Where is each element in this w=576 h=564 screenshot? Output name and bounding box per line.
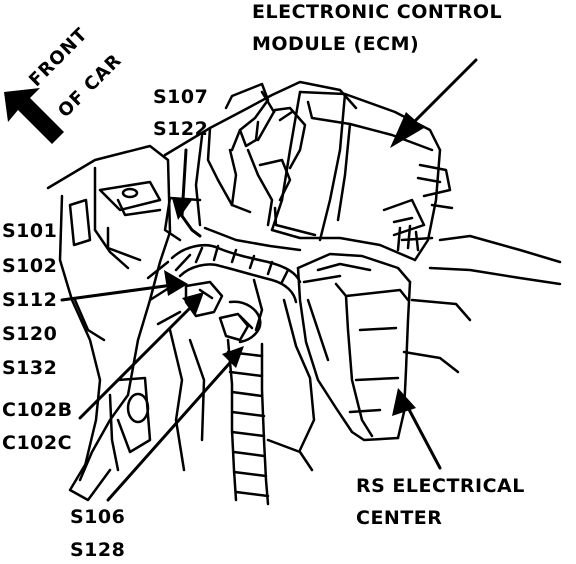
c102-arrowhead	[182, 292, 204, 314]
right-side-details	[168, 234, 562, 472]
ecm-module	[270, 90, 454, 262]
s128-label: S128	[70, 539, 126, 561]
s112-label: S112	[2, 289, 58, 311]
arrowheads	[164, 112, 424, 416]
s122-label: S122	[153, 118, 209, 140]
rs-arrowhead	[392, 388, 416, 416]
s106-label: S106	[70, 506, 126, 528]
leader-lines	[60, 58, 478, 502]
s120-label: S120	[2, 323, 58, 345]
hose	[226, 338, 270, 506]
ecm-arrowhead	[390, 112, 424, 148]
ecm-label-line1: ELECTRONIC CONTROL	[252, 1, 503, 23]
front-of-car-arrow	[4, 88, 64, 144]
s128-arrowhead	[222, 346, 244, 368]
wiring-harness	[146, 244, 302, 344]
s101-label: S101	[2, 220, 58, 242]
s102-label: S102	[2, 255, 58, 277]
fender-housing	[46, 144, 172, 502]
c102b-label: C102B	[2, 399, 73, 421]
rs-electrical-center-label-line2: CENTER	[356, 507, 443, 529]
rs-electrical-center-label-line1: RS ELECTRICAL	[356, 475, 525, 497]
s107-label: S107	[153, 86, 209, 108]
rs-electrical-center-box	[296, 252, 412, 442]
ecm-label-line2: MODULE (ECM)	[252, 33, 420, 55]
c102c-label: C102C	[2, 432, 73, 454]
s122-arrowhead	[172, 198, 192, 220]
s112-arrowhead	[164, 270, 188, 296]
s132-label: S132	[2, 357, 58, 379]
